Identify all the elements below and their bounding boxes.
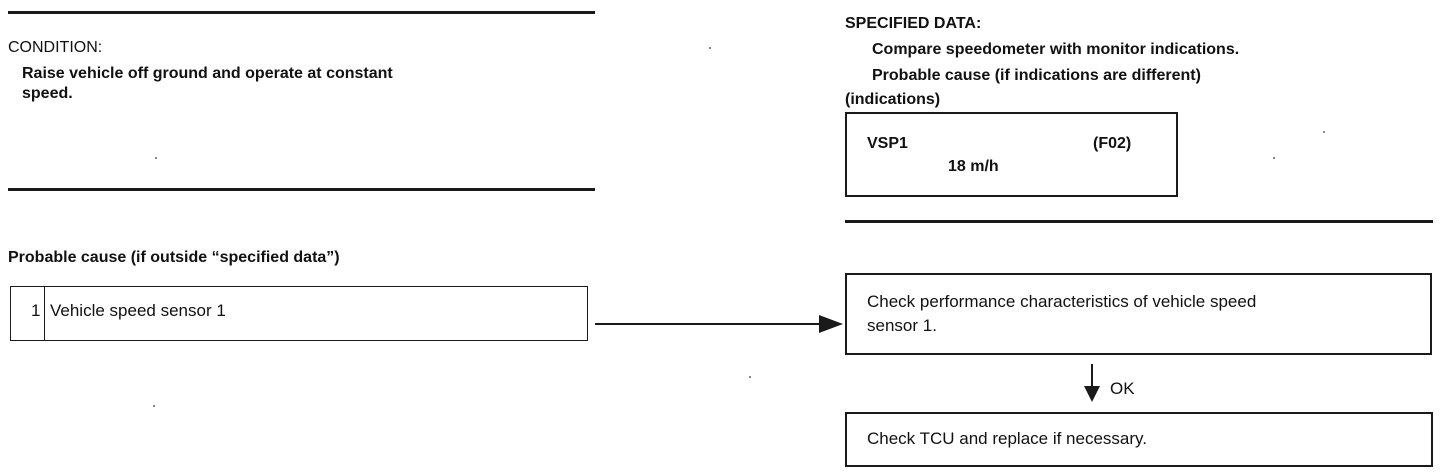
condition-text-line2: speed. xyxy=(22,85,73,102)
ok-label: OK xyxy=(1110,379,1135,398)
indications-label: (indications) xyxy=(845,91,941,108)
check-performance-line1: Check performance characteristics of veh… xyxy=(867,292,1257,311)
check-performance-line2: sensor 1. xyxy=(867,316,937,335)
condition-top-rule xyxy=(8,11,595,14)
monitor-item-code: (F02) xyxy=(1093,135,1132,152)
scan-speck xyxy=(1273,157,1275,159)
scan-speck xyxy=(709,47,711,49)
probable-cause-heading: Probable cause (if outside “specified da… xyxy=(8,249,340,266)
scan-speck xyxy=(155,157,157,159)
check-tcu-box: Check TCU and replace if necessary. xyxy=(845,412,1433,467)
check-performance-box: Check performance characteristics of veh… xyxy=(845,273,1432,355)
item-number: 1 xyxy=(31,301,41,320)
condition-heading: CONDITION: xyxy=(8,39,103,56)
specified-text-line1: Compare speedometer with monitor indicat… xyxy=(872,41,1240,58)
item-label: Vehicle speed sensor 1 xyxy=(50,301,226,320)
flow-arrow-right xyxy=(595,315,843,333)
condition-text-line1: Raise vehicle off ground and operate at … xyxy=(22,65,393,82)
scan-speck xyxy=(749,376,751,378)
monitor-value: 18 m/h xyxy=(948,158,999,175)
specified-text-line2: Probable cause (if indications are diffe… xyxy=(872,67,1201,84)
check-tcu-text: Check TCU and replace if necessary. xyxy=(867,429,1147,448)
ok-down-arrow xyxy=(1084,364,1100,402)
scan-speck xyxy=(1323,131,1325,133)
specified-heading: SPECIFIED DATA: xyxy=(845,15,982,32)
monitor-display-box: VSP1 (F02) 18 m/h xyxy=(845,112,1178,197)
scan-speck xyxy=(153,405,155,407)
item-number-divider xyxy=(44,287,45,340)
specified-bottom-rule xyxy=(845,220,1433,223)
monitor-item-name: VSP1 xyxy=(867,135,908,152)
condition-bottom-rule xyxy=(8,188,595,191)
probable-cause-item: 1 Vehicle speed sensor 1 xyxy=(10,286,588,341)
